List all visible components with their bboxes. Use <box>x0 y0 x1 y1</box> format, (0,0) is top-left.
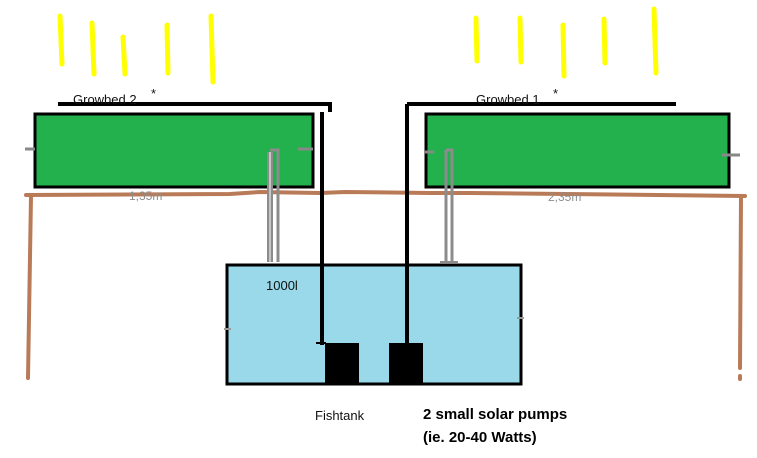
sun-rays-left <box>57 13 216 85</box>
support-frame <box>24 189 747 384</box>
growbed-2-marker: * <box>151 86 156 101</box>
growbed-1-marker: * <box>553 86 558 101</box>
return-pipe-1 <box>440 148 458 263</box>
tank-caption: Fishtank <box>315 408 365 423</box>
sun-ray <box>651 6 659 76</box>
sun-ray <box>120 34 128 77</box>
sun-ray <box>601 16 608 66</box>
sun-ray <box>208 13 216 85</box>
frame-top-beam <box>24 189 747 198</box>
sun-ray <box>473 15 480 64</box>
sun-ray <box>560 22 567 79</box>
growbed-1-label: Growbed 1 <box>476 92 540 107</box>
pump-right <box>389 343 423 384</box>
tank-volume-label: 1000l <box>266 278 298 293</box>
growbed-2-measure: 1,35m <box>129 189 162 203</box>
pump-pipes <box>58 102 676 112</box>
pumps-caption-line2: (ie. 20-40 Watts) <box>423 429 537 446</box>
sun-rays-right <box>473 6 659 79</box>
sun-ray <box>57 13 65 67</box>
pumps-caption-line1: 2 small solar pumps <box>423 406 567 423</box>
sun-ray <box>89 20 97 77</box>
fish-tank <box>225 263 523 386</box>
frame-right-beam <box>738 194 743 370</box>
sun-ray <box>517 15 524 65</box>
sun-ray <box>164 22 171 76</box>
frame-left-beam <box>26 194 33 380</box>
growbed-2 <box>33 112 315 189</box>
growbed-2-label: Growbed 2 <box>73 92 137 107</box>
return-pipe-2 <box>267 148 280 262</box>
pump-left <box>325 343 359 384</box>
growbed-1 <box>424 112 731 189</box>
growbed-1-measure: 2,35m <box>548 190 581 204</box>
